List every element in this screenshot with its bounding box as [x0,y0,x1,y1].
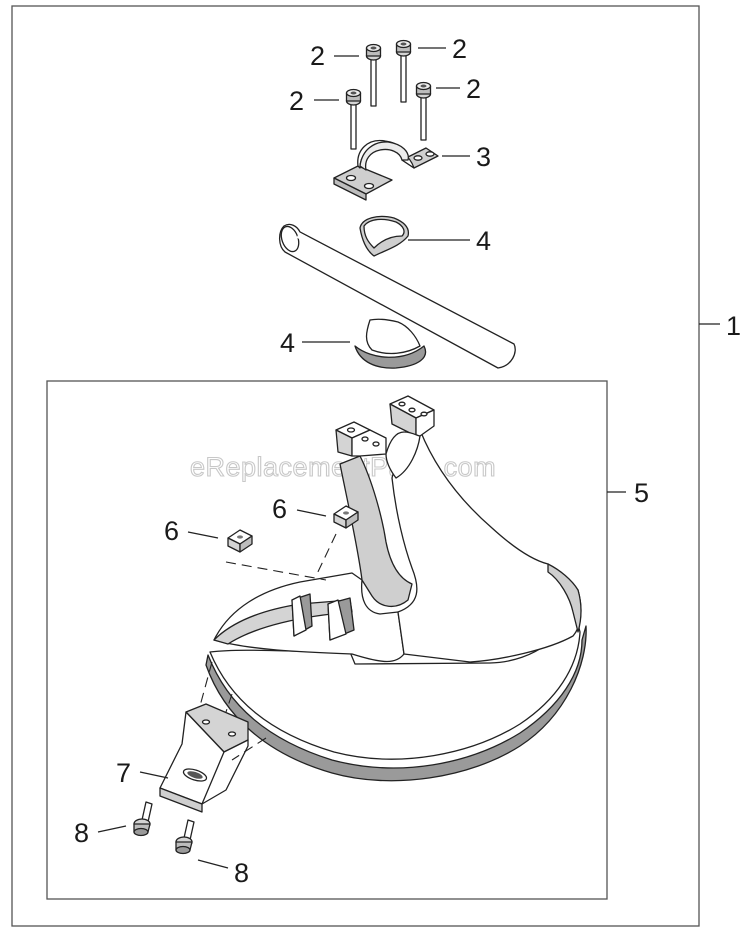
spacer-part-top[interactable] [359,215,410,257]
shaft-tube [278,223,516,369]
clamp-part[interactable] [333,139,439,201]
bracket-part[interactable] [159,703,249,813]
callout-bolt-a: 2 [310,41,325,71]
screw-part-left[interactable] [133,801,153,837]
callout-bolt-b: 2 [452,34,467,64]
callout-assembly: 1 [726,311,741,341]
callout-spacer-top: 4 [476,226,491,256]
guard-frame [46,380,608,900]
callout-screw-right: 8 [234,858,249,888]
callout-screw-left: 8 [74,818,89,848]
callout-bolt-c: 2 [289,86,304,116]
callout-spacer-bottom: 4 [280,328,295,358]
bolt-part-a[interactable] [365,43,382,107]
callout-guard: 5 [634,478,649,508]
bolt-part-c[interactable] [345,88,362,150]
bolt-part-b[interactable] [395,39,412,103]
spacer-part-bottom[interactable] [354,318,427,369]
nut-part-right[interactable] [333,505,359,529]
callout-nut-left: 6 [164,516,179,546]
guard-part[interactable] [205,395,587,782]
leader-lines [97,47,720,869]
callout-nut-right: 6 [272,494,287,524]
callout-bolt-d: 2 [466,74,481,104]
bolt-part-d[interactable] [415,81,432,141]
screw-part-right[interactable] [175,819,195,855]
nut-part-left[interactable] [227,529,253,553]
assembly-guide-lines [199,533,337,761]
callout-clamp: 3 [476,142,491,172]
callout-bracket: 7 [116,758,131,788]
assembly-frame [11,5,700,927]
